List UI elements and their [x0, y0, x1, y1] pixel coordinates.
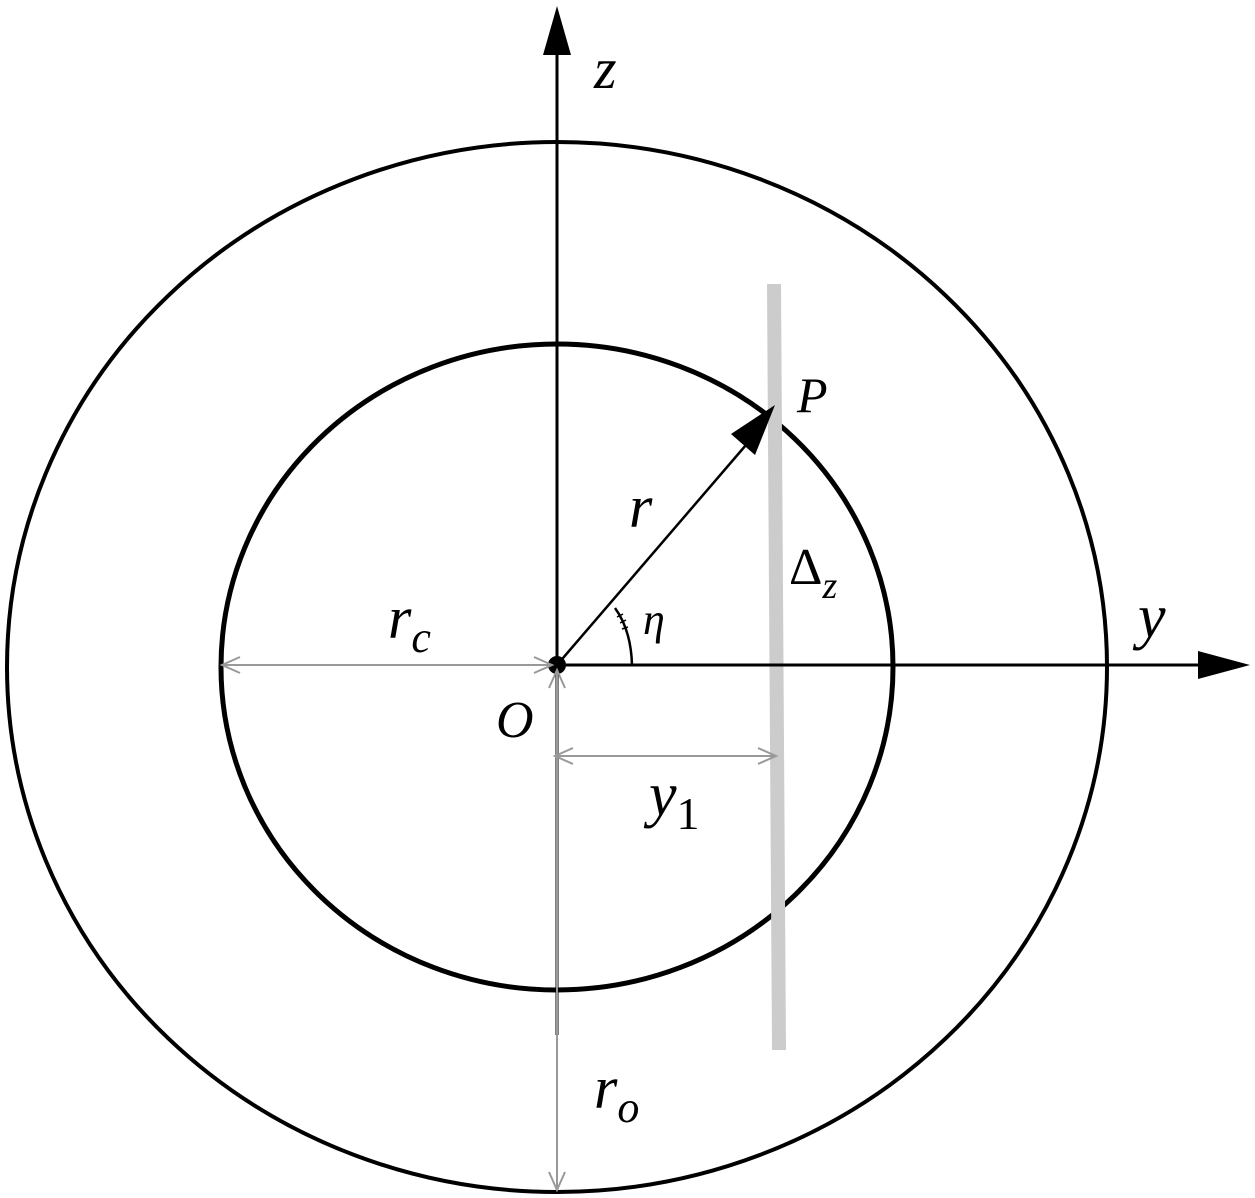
z-axis-arrowhead: [543, 6, 571, 55]
y-axis-arrowhead: [1198, 651, 1250, 679]
radius-label: r: [629, 474, 653, 540]
delta-strip: [767, 283, 786, 1051]
radius-vector: [556, 437, 753, 666]
angle-label: η: [643, 595, 665, 644]
offset-dimension: [552, 747, 779, 765]
core-radius-label: rc: [388, 585, 431, 662]
delta-label: Δz: [789, 539, 837, 607]
outer-radius-label: ro: [594, 1055, 639, 1132]
y-axis-label: y: [1132, 583, 1166, 651]
origin-point: [548, 656, 566, 674]
delta-subscript: z: [821, 565, 837, 607]
core-radius-main: r: [388, 585, 412, 651]
offset-subscript: 1: [677, 788, 700, 839]
radius-arrowhead: [731, 405, 775, 455]
outer-radius-subscript: o: [617, 1083, 639, 1132]
origin-label: O: [496, 692, 534, 749]
offset-main: y: [643, 761, 677, 829]
outer-radius-dimension: [548, 667, 566, 1193]
point-label: P: [796, 367, 828, 423]
offset-label: y1: [643, 761, 700, 839]
outer-radius-main: r: [594, 1055, 618, 1121]
angle-arc-ticks: [616, 613, 629, 630]
core-radius-subscript: c: [411, 613, 431, 662]
angle-arc: [613, 607, 634, 666]
z-axis-label: z: [593, 36, 617, 101]
core-radius-dimension: [219, 656, 555, 674]
delta-main: Δ: [789, 539, 822, 596]
